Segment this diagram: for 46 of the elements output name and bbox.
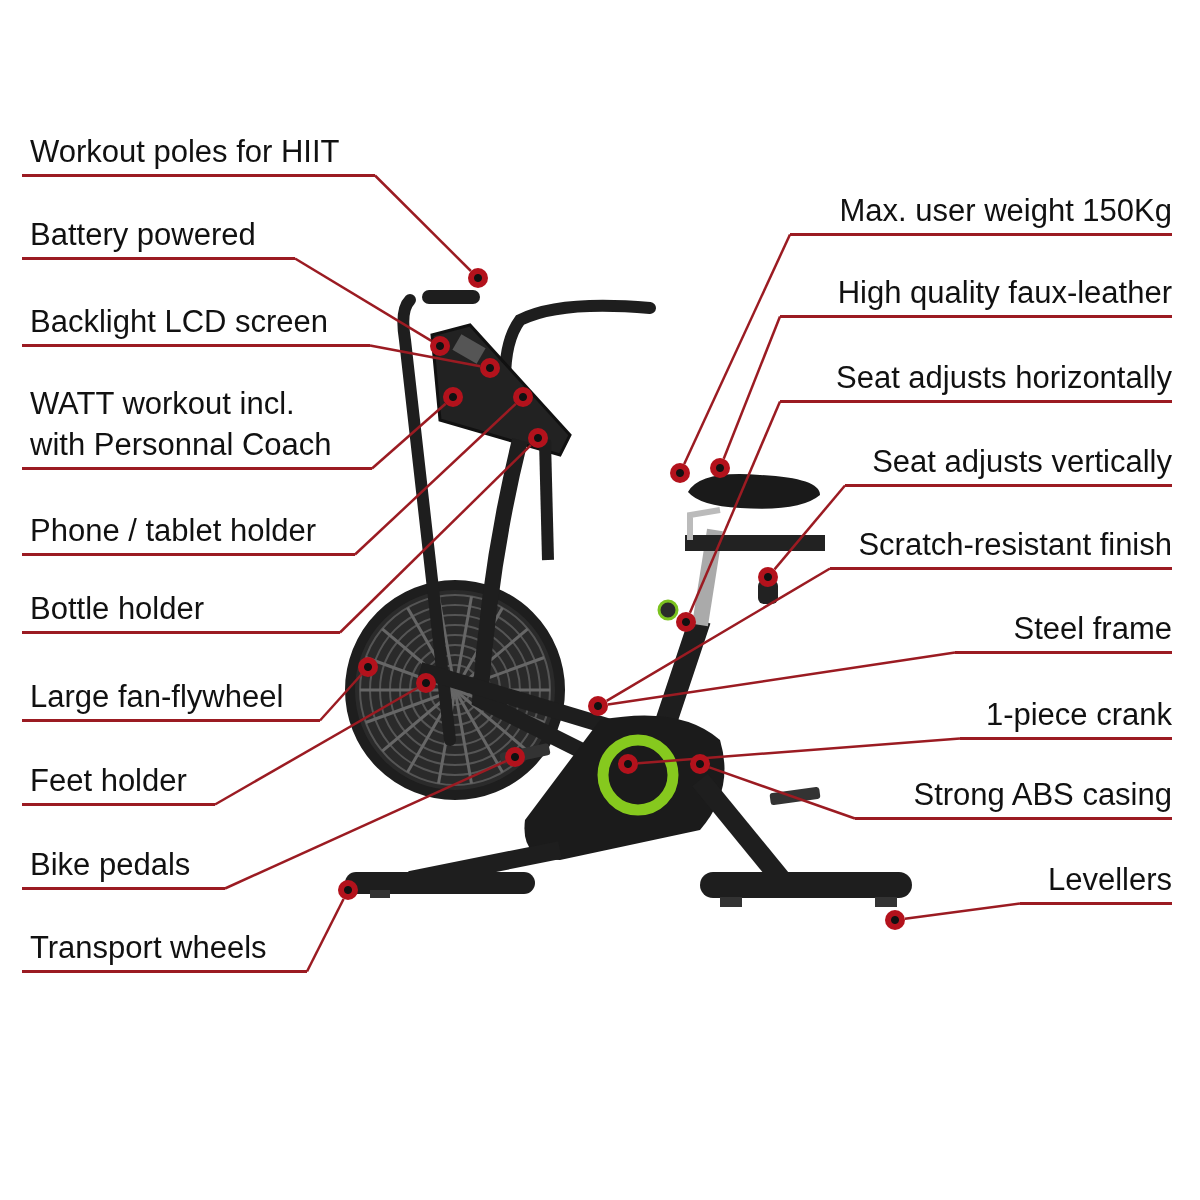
callout-text: Bike pedals: [30, 845, 191, 884]
leader-line: [709, 766, 856, 820]
marker-dot: [676, 612, 696, 632]
marker-dot: [588, 696, 608, 716]
leader-line: [904, 902, 1021, 921]
leader-line: [339, 444, 532, 634]
callout-text: High quality faux-leather: [837, 273, 1172, 312]
callout-text: Phone / tablet holder: [30, 511, 317, 550]
callout-text: Transport wheels: [30, 928, 267, 967]
callout-text: Scratch-resistant finish: [858, 525, 1172, 564]
leader-line: [637, 737, 961, 765]
leader-line: [607, 651, 956, 706]
leader-line: [688, 401, 782, 614]
callout-text: Levellers: [1047, 860, 1172, 899]
callout-text: Seat adjusts horizontally: [835, 358, 1172, 397]
leader-line: [305, 898, 345, 973]
leader-line: [773, 484, 846, 571]
marker-dot: [670, 463, 690, 483]
leader-line: [354, 402, 517, 556]
callout-text: Bottle holder: [30, 589, 205, 628]
leader-line: [722, 316, 782, 460]
callout-text: Seat adjusts vertically: [872, 442, 1172, 481]
leader-line: [683, 233, 792, 465]
marker-dot: [338, 880, 358, 900]
leader-line: [369, 344, 481, 368]
leader-line: [214, 686, 418, 806]
marker-dot: [885, 910, 905, 930]
callout-text: Steel frame: [1013, 609, 1172, 648]
callout-text: 1-piece crank: [985, 695, 1172, 734]
callout-text: Strong ABS casing: [913, 775, 1172, 814]
callout-text: Backlight LCD screen: [30, 302, 329, 341]
callout-text: Feet holder: [30, 761, 187, 800]
callout-text: Battery powered: [30, 215, 256, 254]
marker-dot: [710, 458, 730, 478]
leader-line: [374, 174, 472, 272]
leader-line: [224, 760, 507, 890]
leader-line: [371, 402, 447, 470]
marker-dot: [758, 567, 778, 587]
callout-text: Large fan-flywheel: [30, 677, 284, 716]
leader-line: [606, 567, 831, 702]
callout-text: WATT workout incl. with Personnal Coach: [30, 385, 333, 464]
marker-dot: [468, 268, 488, 288]
leader-line: [294, 257, 433, 342]
leader-line: [319, 673, 363, 722]
callout-text: Max. user weight 150Kg: [839, 191, 1172, 230]
callout-text: Workout poles for HIIT: [30, 132, 340, 171]
